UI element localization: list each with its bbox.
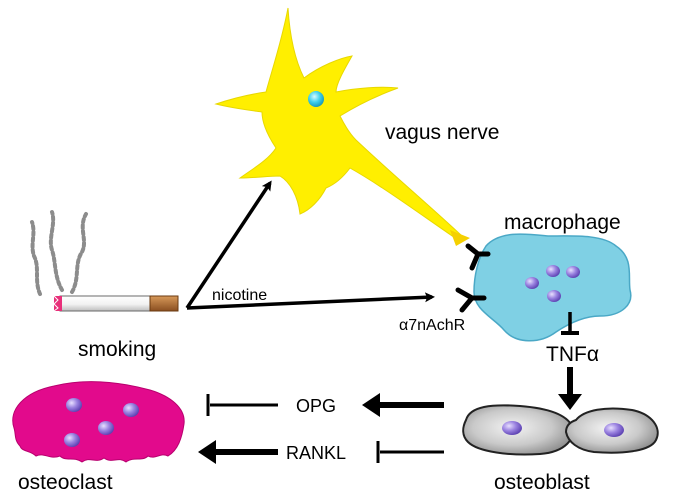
granule xyxy=(525,277,539,289)
macrophage-cell-icon xyxy=(473,233,632,342)
nucleus xyxy=(502,421,522,435)
receptor-lower xyxy=(455,287,487,313)
osteoclast-cell-icon xyxy=(12,381,185,463)
nucleus xyxy=(98,421,114,435)
neuron-nucleus xyxy=(308,91,324,107)
rankl-label: RANKL xyxy=(286,443,346,463)
axon-tip xyxy=(450,230,470,246)
nucleus xyxy=(123,403,139,417)
neuron-cell-icon xyxy=(214,7,463,241)
vagus-nerve-label: vagus nerve xyxy=(385,121,499,144)
receptor-upper xyxy=(465,243,491,271)
smoking-label: smoking xyxy=(78,338,156,361)
opg-arrowhead xyxy=(362,393,380,417)
cigarette-icon xyxy=(53,295,179,312)
granule xyxy=(546,265,560,277)
granule xyxy=(566,266,580,278)
nucleus xyxy=(64,433,80,447)
smoke-icon xyxy=(30,210,88,296)
rankl-arrowhead xyxy=(198,440,216,464)
tnf-arrowhead xyxy=(558,394,582,410)
osteoblast-label: osteoblast xyxy=(494,471,590,494)
macrophage-label: macrophage xyxy=(504,211,621,234)
granule xyxy=(547,290,561,302)
osteoblast-cell-icon xyxy=(462,404,659,456)
opg-label: OPG xyxy=(296,396,336,416)
nicotine-label: nicotine xyxy=(212,287,267,304)
tnf-label: TNFα xyxy=(546,343,599,366)
arrow-to-macrophage xyxy=(186,292,435,310)
nucleus xyxy=(604,423,624,437)
osteoclast-label: osteoclast xyxy=(18,471,113,494)
arrow-to-vagus xyxy=(185,180,272,309)
receptor-label: α7nAchR xyxy=(399,317,465,334)
nucleus xyxy=(66,398,82,412)
